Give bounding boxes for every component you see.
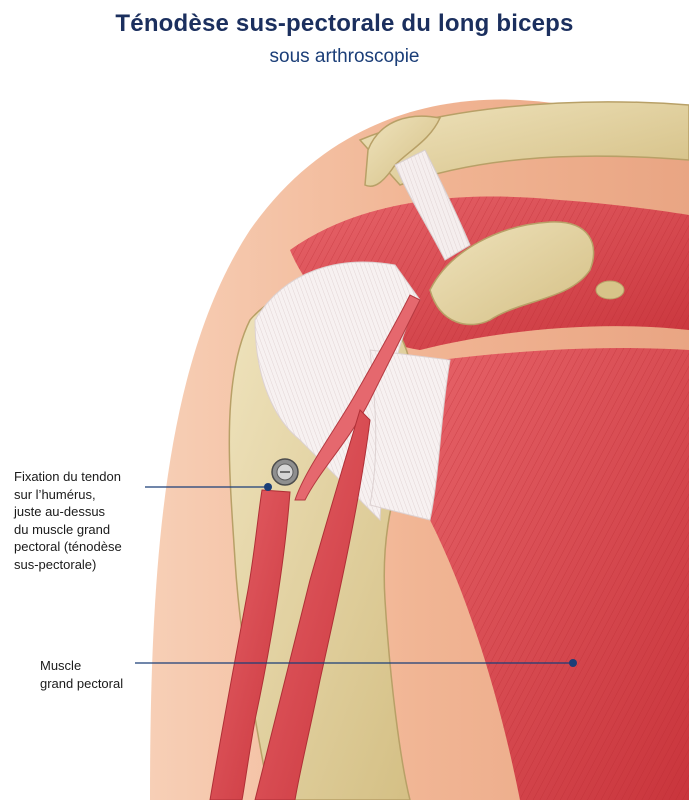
biceps-long-head [209,489,291,800]
clavicle-bone [358,101,689,186]
fixation-leader-dot [264,483,272,491]
pectoral-annotation: Muscle grand pectoral [40,657,160,692]
pectoral-leader-dot [569,659,577,667]
pectoral-line: Muscle [40,658,82,673]
long-biceps-tendon [294,294,421,501]
diagram-subtitle: sous arthroscopie [269,46,420,67]
fixation-line: juste au-dessus [14,504,106,519]
fixation-line: sus-pectorale) [14,556,97,572]
fixation-line: Fixation du tendon [14,469,121,484]
fixation-line: sur l’humérus, [14,486,96,502]
fixation-line: du muscle grand [14,521,111,537]
fixation-annotation: Fixation du tendon sur l’humérus, juste … [14,468,154,573]
acromion-bone [364,115,442,187]
diagram-title: Ténodèse sus-pectorale du long biceps [115,10,574,37]
fixation-line: pectoral (ténodèse [14,539,122,554]
coracoid-process [429,221,595,326]
pectoral-line: grand pectoral [40,675,124,691]
tenodesis-screw-icon [271,458,299,486]
